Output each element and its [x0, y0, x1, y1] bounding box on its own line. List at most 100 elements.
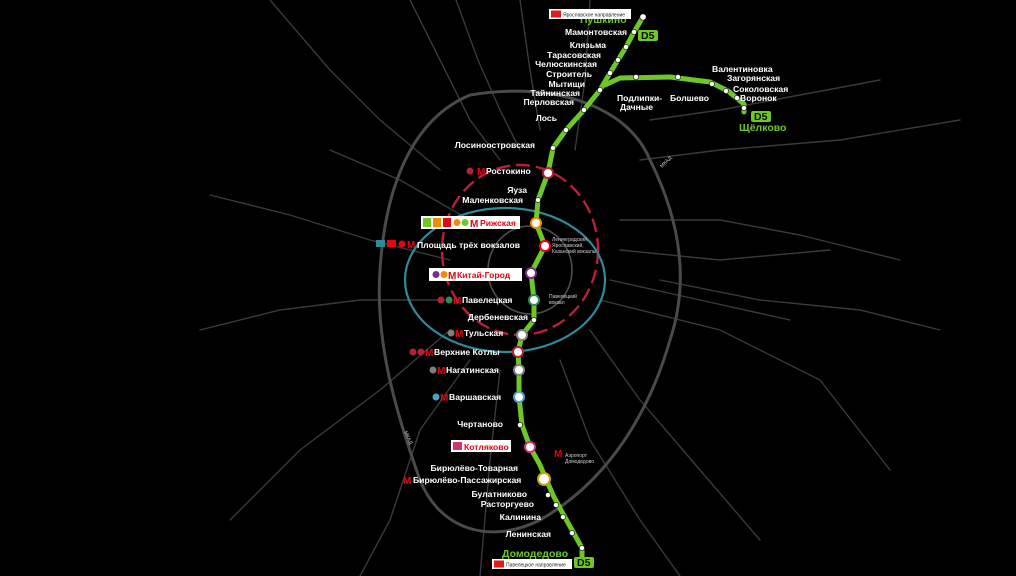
- metro-line-icon: [429, 366, 437, 374]
- station-tulskaya: Тульская: [464, 328, 503, 338]
- station-biryulevo-passazhirskaya: Бирюлёво-Пассажирская: [413, 475, 521, 485]
- mcc-icon: [437, 296, 445, 304]
- station-podlipki-1: Подлипки-: [617, 93, 662, 103]
- station-zagoryanskaya: Загорянская: [727, 73, 780, 83]
- south-terminus: D5 Домодедово Павелецкое направление: [492, 548, 594, 569]
- station-stroitel: Строитель: [546, 69, 592, 79]
- road-network: [199, 0, 961, 576]
- metro-icon: М: [453, 296, 461, 307]
- station-malenkovskaya: Маленковская: [462, 195, 523, 205]
- d-badge-icon: [443, 218, 451, 227]
- station-labels-south: Чертаново Котляково Бирюлёво-Товарная М …: [403, 419, 594, 539]
- station-kalinina: Калинина: [500, 512, 542, 522]
- station-sokolovskaya: Соколовская: [733, 84, 788, 94]
- station-varshavskaya: Варшавская: [449, 392, 501, 402]
- metro-line-icon: [440, 271, 448, 278]
- d-badge-icon: [376, 240, 385, 247]
- metro-line-icon: [432, 393, 440, 401]
- mkad-label-west: МКАД: [402, 430, 414, 446]
- station-chertanovo: Чертаново: [457, 419, 503, 429]
- metro-icon: М: [554, 449, 562, 460]
- station-biryulevo-tovarnaya: Бирюлёво-Товарная: [431, 463, 519, 473]
- branch-terminus: D5 Щёлково: [739, 111, 786, 134]
- station-nagatinskaya: Нагатинская: [446, 365, 499, 375]
- bkl-ring: [403, 206, 607, 354]
- station-rostokino: Ростокино: [486, 166, 531, 176]
- d5-badge-north-text: D5: [641, 30, 655, 42]
- note-paveletsky-2: вокзал: [549, 300, 565, 306]
- metro-icon: М: [440, 393, 448, 404]
- metro-icon: М: [477, 167, 485, 178]
- station-tayninskaya: Тайнинская: [530, 88, 580, 98]
- metro-line-icon: [445, 296, 453, 304]
- metro-line-icon: [398, 240, 406, 248]
- d5-badge-south-text: D5: [577, 557, 591, 569]
- station-podlipki-2: Дачные: [620, 102, 653, 112]
- station-yauza: Яуза: [507, 185, 527, 195]
- kotlyakovo-plate: [451, 440, 511, 452]
- mcc-icon: [466, 167, 474, 175]
- station-mytishchi: Мытищи: [548, 79, 585, 89]
- station-kotlyakovo: Котляково: [464, 442, 509, 452]
- note-airport-1: Аэропорт: [565, 453, 588, 459]
- station-klyazma: Клязьма: [570, 40, 607, 50]
- station-bolshevo: Болшево: [670, 93, 709, 103]
- transfer-markers: [512, 167, 554, 486]
- d-badge-icon: [453, 442, 462, 450]
- terminus-domodedovo: Домодедово: [502, 548, 568, 560]
- metro-line-icon: [417, 348, 425, 356]
- station-kitay-gorod: Китай-Город: [457, 270, 511, 280]
- station-markers: [517, 13, 747, 551]
- note-airport-2: Домодедово: [565, 459, 594, 465]
- station-tarasovskaya: Тарасовская: [547, 50, 601, 60]
- note-tri-vokzala-1: Ленинградский,: [552, 236, 588, 243]
- d-badge-icon: [433, 218, 441, 227]
- metro-icon: М: [403, 476, 411, 487]
- station-labels-center: Лосиноостровская М Ростокино Яуза Маленк…: [376, 140, 597, 404]
- d5-badge-branch: [751, 111, 771, 122]
- metro-icon: М: [407, 240, 415, 251]
- direction-sign-north: [549, 9, 631, 19]
- station-valentinovka: Валентиновка: [712, 64, 773, 74]
- direction-paveletsky: Павелецкое направление: [506, 563, 566, 569]
- d5-badge-branch-text: D5: [754, 111, 768, 123]
- rzd-logo-north: [551, 10, 561, 18]
- direction-sign-south: [492, 559, 572, 569]
- station-leninskaya: Ленинская: [506, 529, 551, 539]
- station-los: Лось: [536, 113, 557, 123]
- station-voronok: Воронок: [740, 93, 777, 103]
- d5-badge-south: [574, 557, 594, 568]
- metro-line-icon: [461, 219, 469, 226]
- station-derbenevskaya: Дербеневская: [468, 312, 528, 322]
- kitay-gorod-plate: [429, 268, 522, 281]
- station-rastorguevo: Расторгуево: [481, 499, 534, 509]
- d5-badge-north: [638, 30, 658, 41]
- station-rizhskaya: Рижская: [480, 218, 516, 228]
- station-labels-north: Мамонтовская Клязьма Тарасовская Челюски…: [523, 27, 788, 123]
- metro-icon: М: [437, 366, 445, 377]
- station-mamontovskaya: Мамонтовская: [565, 27, 627, 37]
- d-badge-icon: [423, 218, 431, 227]
- metro-icon: М: [425, 348, 433, 359]
- metro-line-icon: [432, 271, 440, 278]
- note-tri-vokzala-2: Ярославский,: [552, 242, 584, 249]
- mcc-icon: [409, 348, 417, 356]
- station-losinoostrovskaya: Лосиноостровская: [455, 140, 535, 150]
- station-chelyuskinskaya: Челюскинская: [535, 59, 597, 69]
- station-perlovskaya: Перловская: [523, 97, 574, 107]
- direction-yaroslavl: Ярославское направление: [563, 13, 625, 19]
- metro-line-icon: [453, 219, 461, 226]
- note-paveletsky-1: Павелецкий: [549, 293, 577, 300]
- mkad-ring: [377, 89, 682, 534]
- station-verkhnie-kotly: Верхние Котлы: [434, 347, 500, 357]
- metro-line-icon: [447, 329, 455, 337]
- station-bulatnikovo: Булатниково: [471, 489, 527, 499]
- terminus-shchelkovo: Щёлково: [739, 122, 786, 134]
- station-paveletskaya: Павелецкая: [462, 295, 512, 305]
- note-tri-vokzala-3: Казанский вокзалы: [552, 248, 597, 255]
- metro-icon: М: [448, 271, 456, 282]
- metro-icon: М: [470, 219, 478, 230]
- north-terminus: D5 Пушкино Ярославское направление: [549, 9, 658, 42]
